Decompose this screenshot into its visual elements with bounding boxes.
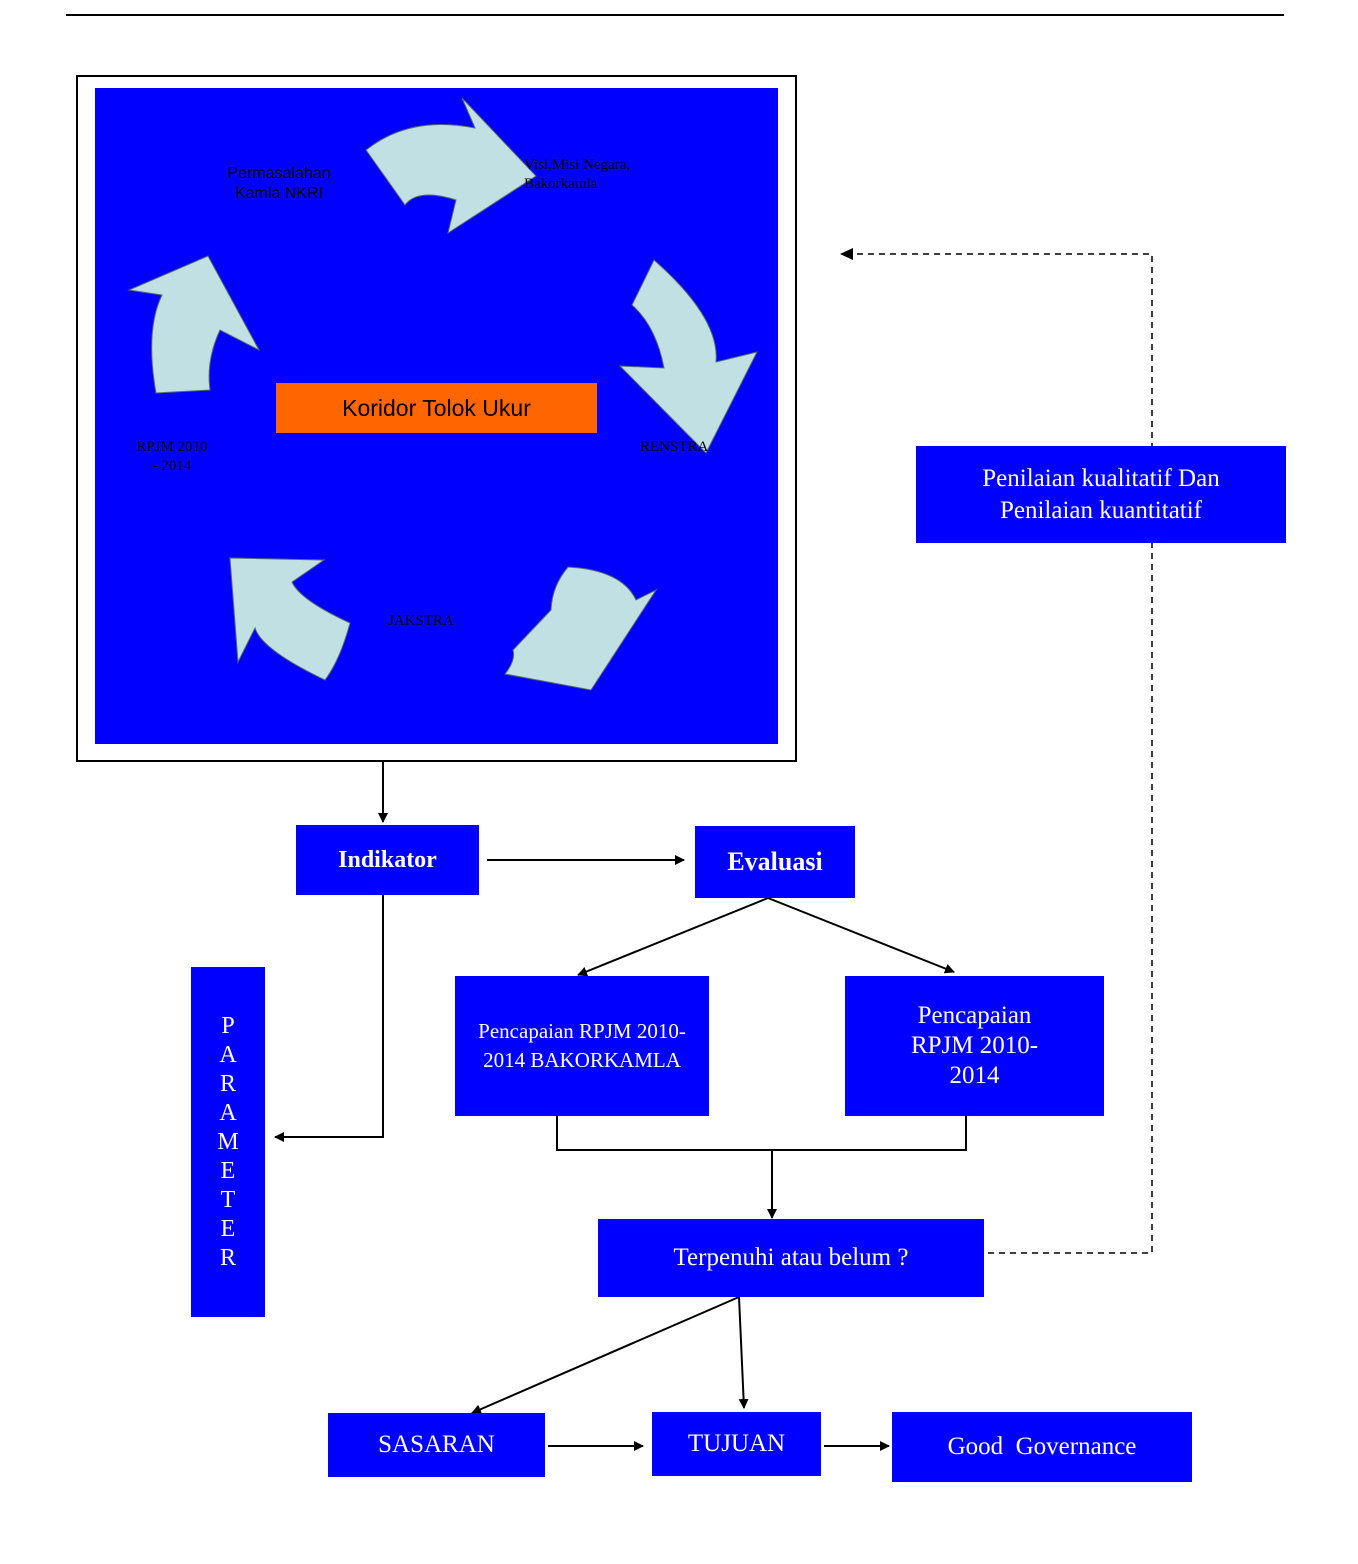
connector-terpenuhi-sasaran	[471, 1296, 740, 1414]
connector-terpenuhi-tujuan	[738, 1296, 749, 1409]
cycle-label-renstra: RENSTRA	[640, 439, 709, 455]
node-pencapaian-left: Pencapaian RPJM 2010-2014 BAKORKAMLA	[455, 976, 709, 1116]
node-penilaian: Penilaian kualitatif Dan Penilaian kuant…	[916, 446, 1286, 543]
cycle-label-permasalahan: Permasalahan Kamla NKRI	[227, 165, 331, 202]
node-pencapaian-right: Pencapaian RPJM 2010-2014	[845, 976, 1104, 1116]
node-terpenuhi: Terpenuhi atau belum ?	[598, 1219, 984, 1297]
cycle-arrow-right	[618, 259, 758, 454]
cycle-arrow-left-bottom	[229, 557, 351, 681]
connector-indikator-parameter	[274, 895, 384, 1142]
node-evaluasi: Evaluasi	[695, 826, 855, 898]
node-indikator: Indikator	[296, 825, 479, 895]
connector-evaluasi-right	[767, 897, 955, 974]
node-tujuan: TUJUAN	[652, 1412, 821, 1476]
node-sasaran: SASARAN	[328, 1413, 545, 1477]
feedback-arrowhead	[840, 248, 853, 260]
cycle-label-visi-misi: Visi,Misi Negara, Bakorkamla	[524, 157, 631, 192]
cycle-arrow-bottom	[504, 566, 658, 691]
header-rule	[66, 14, 1284, 16]
connector-evaluasi-left	[577, 897, 769, 977]
connector-merge	[556, 1116, 967, 1151]
center-box-koridor: Koridor Tolok Ukur	[276, 383, 597, 433]
node-good-governance: Good Governance	[892, 1412, 1192, 1482]
connector-feedback-loop	[852, 253, 1153, 1254]
cycle-arrow-left-top	[127, 255, 261, 394]
cycle-label-rpjm: RPJM 2010 - 2014	[136, 439, 208, 474]
cycle-label-jakstra: JAKSTRA	[388, 613, 454, 629]
node-parameter: PARAMETER	[191, 967, 265, 1317]
cycle-arrow-top	[365, 97, 537, 235]
